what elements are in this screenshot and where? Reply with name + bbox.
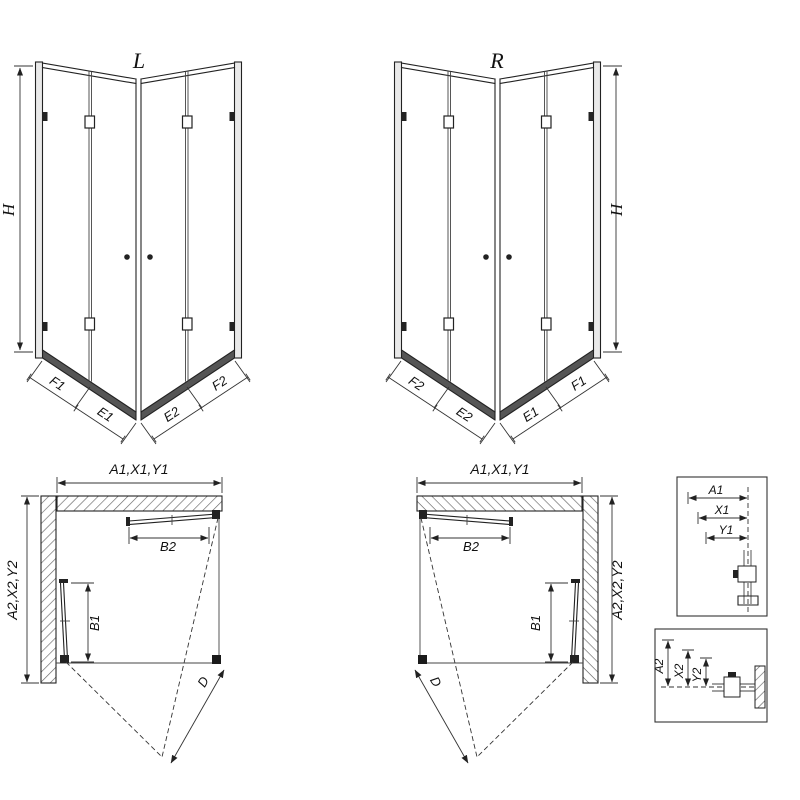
plan-view-left: A1,X1,Y1 A2,X2,Y2 B2 B1 D — [4, 461, 224, 763]
door-width-dim-label: B2 — [463, 539, 480, 554]
plan-linework-right — [415, 477, 618, 763]
plan-linework-left — [21, 477, 224, 763]
plan-view-right: A1,X1,Y1 A2,X2,Y2 B2 B1 D — [415, 461, 625, 763]
depth-dim-label: A2,X2,Y2 — [609, 560, 625, 620]
perspective-view-left: L H F1 E1 E2 F2 — [0, 48, 250, 444]
wall-profile-section — [723, 676, 741, 698]
height-dim-label: H — [607, 202, 626, 217]
diagonal-dim-label: D — [194, 674, 212, 690]
clamp-section — [728, 672, 736, 677]
width-dim-label: A1,X1,Y1 — [108, 461, 168, 477]
detail-dim-label: Y1 — [719, 523, 734, 537]
depth-dim-label: A2,X2,Y2 — [4, 560, 20, 620]
variant-label-left: L — [132, 48, 145, 73]
variant-label-right: R — [489, 48, 504, 73]
segment-dim-label: E1 — [520, 404, 542, 425]
wall-section — [754, 665, 766, 709]
segment-dim-label: F1 — [47, 373, 68, 394]
door-depth-dim-label: B1 — [87, 615, 102, 631]
segment-dim-label: E1 — [95, 404, 117, 425]
detail-dim-label: X1 — [714, 503, 730, 517]
height-dim-label: H — [0, 202, 18, 217]
diagonal-dim-label: D — [427, 674, 445, 690]
detail-dim-label: X2 — [672, 663, 686, 679]
detail-frame — [654, 628, 768, 723]
detail-dim-label: Y2 — [690, 667, 704, 682]
perspective-view-right: R H F2 E2 E1 F1 — [386, 48, 626, 444]
segment-dim-label: F1 — [568, 373, 589, 394]
profile-foot — [737, 595, 759, 606]
detail-view-top: A1 X1 Y1 — [676, 476, 768, 617]
detail-dim-label: A2 — [652, 658, 666, 674]
detail-dim-label: A1 — [708, 483, 724, 497]
clamp-section — [733, 570, 738, 578]
width-dim-label: A1,X1,Y1 — [469, 461, 529, 477]
door-width-dim-label: B2 — [160, 539, 177, 554]
wall-profile-section — [737, 565, 757, 583]
door-depth-dim-label: B1 — [528, 615, 543, 631]
detail-view-bottom: A2 X2 Y2 — [652, 628, 768, 723]
